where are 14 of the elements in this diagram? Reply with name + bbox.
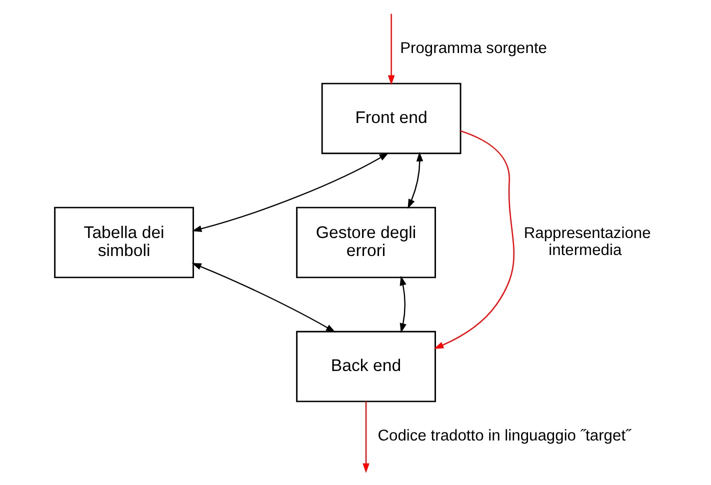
arrow	[362, 402, 370, 473]
arrow	[192, 262, 336, 332]
edge-label: Rappresentazione intermedia	[524, 225, 651, 260]
arrow	[400, 276, 406, 333]
edge-label: Programma sorgente	[400, 40, 548, 57]
edge-label: Codice tradotto in linguaggio ˝target˝	[378, 427, 631, 444]
node-box: Gestore degli errori	[296, 206, 436, 278]
node-box: Tabella dei simboli	[54, 206, 194, 278]
node-box: Front end	[321, 82, 462, 154]
arrow	[408, 152, 424, 209]
arrow	[388, 14, 395, 85]
arrow	[192, 152, 389, 232]
arrow	[434, 130, 514, 349]
node-box: Back end	[296, 330, 436, 402]
